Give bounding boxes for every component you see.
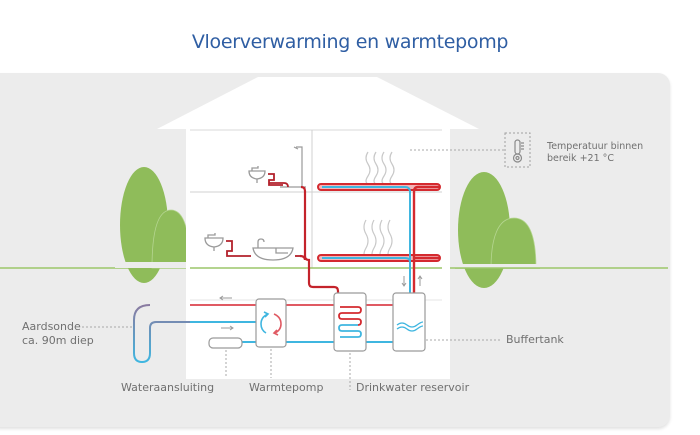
temperature-label: Temperatuur binnen bereik +21 °C — [547, 141, 643, 165]
drinking-water-reservoir-label: Drinkwater reservoir — [356, 381, 470, 394]
sink-icon — [204, 233, 224, 251]
temperature-line1: Temperatuur binnen — [547, 141, 644, 152]
heat-wave-icon — [365, 151, 395, 185]
water-wave-icon — [396, 321, 424, 332]
buffer-tank-label: Buffertank — [506, 333, 564, 346]
thermometer-icon — [512, 139, 524, 163]
ground-probe-line2: ca. 90m diep — [22, 334, 94, 347]
heat-pump-label: Warmtepomp — [249, 381, 324, 394]
water-connection-label: Wateraansluiting — [121, 381, 215, 394]
drinking-water-reservoir — [333, 292, 367, 352]
sink-icon — [248, 166, 266, 183]
house-roof — [157, 77, 479, 129]
buffer-tank — [392, 292, 426, 352]
page-title: Vloerverwarming en warmtepomp — [191, 31, 509, 53]
heat-pump — [255, 298, 287, 348]
bathtub-icon — [252, 238, 294, 261]
ground-probe-line1: Aardsonde — [22, 320, 81, 333]
temperature-line2: bereik +21 °C — [547, 153, 615, 164]
flow-arrow-icon — [219, 275, 423, 331]
coil-icon — [338, 306, 362, 338]
heat-pump-cycle-icon — [260, 311, 282, 336]
thermometer-box — [504, 132, 531, 168]
tree-icon — [455, 172, 540, 288]
ground-probe — [133, 304, 256, 364]
tree-icon — [115, 167, 195, 283]
ground-probe-label: Aardsonde ca. 90m diep — [22, 320, 94, 348]
water-connection-unit — [208, 337, 243, 349]
